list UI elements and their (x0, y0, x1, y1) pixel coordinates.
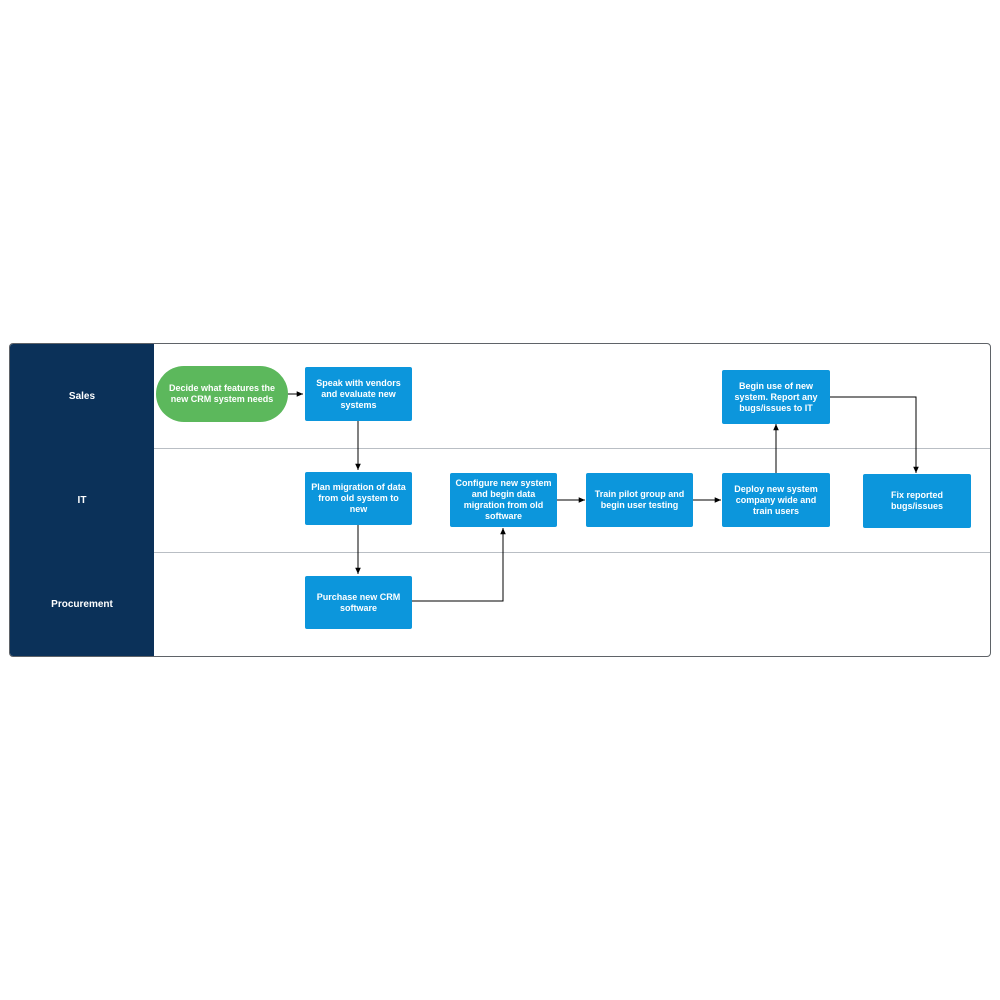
lane-header-procurement: Procurement (10, 552, 154, 656)
lane-header-it: IT (10, 448, 154, 552)
node-deploy-system[interactable]: Deploy new system company wide and train… (722, 473, 830, 527)
node-purchase-crm[interactable]: Purchase new CRM software (305, 576, 412, 629)
node-decide-features[interactable]: Decide what features the new CRM system … (156, 366, 288, 422)
node-begin-use[interactable]: Begin use of new system. Report any bugs… (722, 370, 830, 424)
lane-divider (154, 552, 990, 553)
node-plan-migration[interactable]: Plan migration of data from old system t… (305, 472, 412, 525)
node-fix-bugs[interactable]: Fix reported bugs/issues (863, 474, 971, 528)
node-train-pilot[interactable]: Train pilot group and begin user testing (586, 473, 693, 527)
lane-it: IT (10, 448, 990, 552)
lane-sales: Sales (10, 344, 990, 448)
node-speak-vendors[interactable]: Speak with vendors and evaluate new syst… (305, 367, 412, 421)
lane-procurement: Procurement (10, 552, 990, 656)
lane-header-sales: Sales (10, 344, 154, 448)
node-configure-system[interactable]: Configure new system and begin data migr… (450, 473, 557, 527)
lane-divider (154, 448, 990, 449)
